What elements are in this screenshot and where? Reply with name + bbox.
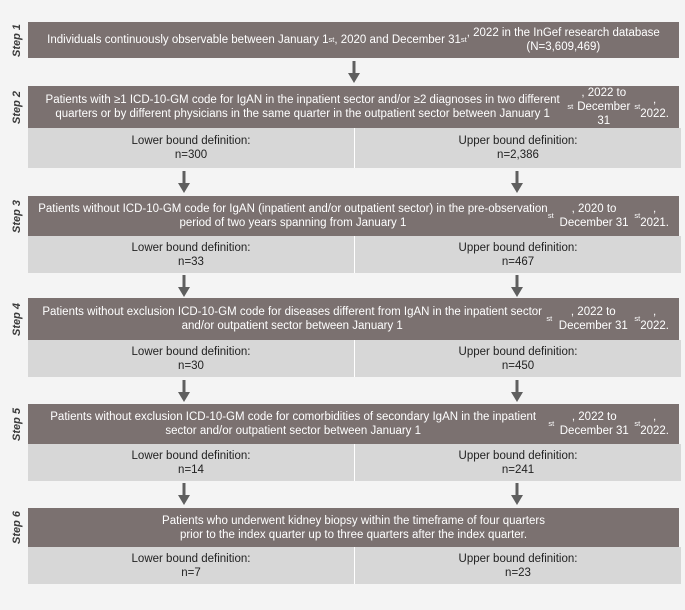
arrow-down-icon [178, 483, 190, 505]
upper-bound-count: n=467 [501, 255, 535, 268]
lower-bound-title: Lower bound definition: [131, 135, 251, 147]
step-3-label: Step 3 [11, 199, 23, 233]
step-2-criteria-box: Patients with ≥1 ICD-10-GM code for IgAN… [28, 86, 679, 128]
step-5-upper-bound-box: Upper bound definition: n=241 [355, 444, 681, 481]
lower-bound-count: n=33 [178, 255, 204, 268]
step-3-upper-bound-box: Upper bound definition: n=467 [355, 236, 681, 273]
step-3-criteria-box: Patients without ICD-10-GM code for IgAN… [28, 196, 679, 236]
arrow-down-icon [511, 483, 523, 505]
step-2-label: Step 2 [11, 90, 23, 124]
upper-bound-title: Upper bound definition: [458, 449, 578, 462]
box-divider [354, 128, 355, 168]
lower-bound-title: Lower bound definition: [131, 449, 251, 462]
arrow-down-icon [511, 171, 523, 193]
arrow-down-icon [178, 380, 190, 402]
arrow-down-icon [511, 380, 523, 402]
upper-bound-title: Upper bound definition: [458, 552, 578, 565]
upper-bound-count: n=450 [501, 359, 535, 372]
step-6-upper-bound-box: Upper bound definition: n=23 [355, 547, 681, 584]
lower-bound-title: Lower bound definition: [131, 552, 251, 565]
arrow-down-icon [348, 61, 360, 83]
step-6-label: Step 6 [11, 511, 23, 545]
lower-bound-count: n=14 [178, 463, 204, 476]
step-5-label: Step 5 [11, 407, 23, 441]
upper-bound-count: n=23 [505, 566, 531, 579]
step-4-lower-bound-box: Lower bound definition: n=30 [28, 340, 354, 377]
upper-bound-title: Upper bound definition: [458, 241, 578, 254]
lower-bound-count: n=30 [178, 359, 204, 372]
step-2-lower-bound-box: Lower bound definition: n=300 [28, 128, 354, 168]
upper-bound-count: n=2,386 [497, 149, 539, 161]
arrow-down-icon [178, 171, 190, 193]
step-3-lower-bound-box: Lower bound definition: n=33 [28, 236, 354, 273]
upper-bound-count: n=241 [501, 463, 535, 476]
step-2-upper-bound-box: Upper bound definition: n=2,386 [355, 128, 681, 168]
lower-bound-title: Lower bound definition: [131, 345, 251, 358]
box-divider [354, 444, 355, 481]
arrow-down-icon [178, 275, 190, 297]
lower-bound-count: n=7 [181, 566, 201, 579]
step-6-lower-bound-box: Lower bound definition: n=7 [28, 547, 354, 584]
box-divider [354, 236, 355, 273]
step-1-label: Step 1 [11, 23, 23, 57]
box-divider [354, 547, 355, 584]
lower-bound-count: n=300 [174, 149, 208, 161]
step-5-lower-bound-box: Lower bound definition: n=14 [28, 444, 354, 481]
arrow-down-icon [511, 275, 523, 297]
step-6-criteria-box: Patients who underwent kidney biopsy wit… [28, 508, 679, 547]
step-5-criteria-box: Patients without exclusion ICD-10-GM cod… [28, 404, 679, 444]
upper-bound-title: Upper bound definition: [458, 135, 578, 147]
box-divider [354, 340, 355, 377]
step-1-criteria-box: Individuals continuously observable betw… [28, 22, 679, 58]
lower-bound-title: Lower bound definition: [131, 241, 251, 254]
step-4-label: Step 4 [11, 302, 23, 336]
upper-bound-title: Upper bound definition: [458, 345, 578, 358]
step-4-criteria-box: Patients without exclusion ICD-10-GM cod… [28, 298, 679, 340]
step-4-upper-bound-box: Upper bound definition: n=450 [355, 340, 681, 377]
